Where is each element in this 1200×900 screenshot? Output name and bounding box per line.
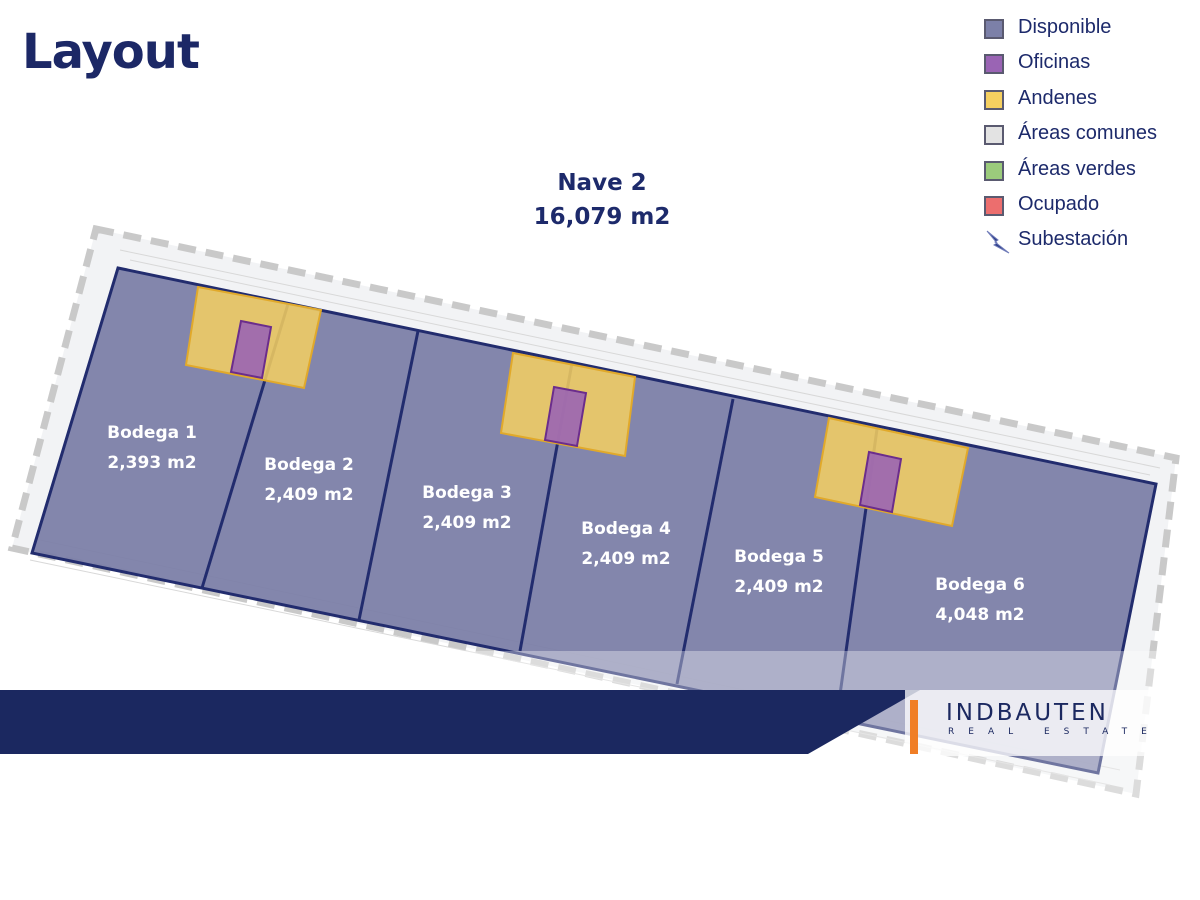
legend-swatch-areas-verdes: [984, 160, 1004, 181]
bodega-area: 4,048 m2: [935, 605, 1025, 625]
dock-1: [184, 285, 323, 390]
dock-3: [813, 416, 970, 528]
lightning-bolt-icon: [986, 230, 1010, 254]
oficinas-area: [543, 385, 588, 448]
bodega-label-4: Bodega 4 2,409 m2: [556, 514, 696, 574]
nave-name: Nave 2: [557, 170, 647, 196]
bodega-name: Bodega 6: [935, 575, 1025, 595]
nave-heading: Nave 2 16,079 m2: [0, 166, 1200, 234]
divider-4-5: [675, 398, 735, 685]
legend-swatch-andenes: [984, 89, 1004, 110]
legend-swatch-disponible: [984, 19, 1004, 39]
bodega-name: Bodega 1: [107, 423, 197, 443]
legend-label: Andenes: [1018, 86, 1097, 109]
legend-swatch-ocupado: [984, 195, 1004, 216]
legend-label: Áreas comunes: [1018, 122, 1157, 145]
bodega-name: Bodega 4: [581, 519, 671, 539]
bodega-label-6: Bodega 6 4,048 m2: [910, 570, 1050, 630]
legend-label: Subestación: [1018, 228, 1129, 251]
dock-2: [499, 351, 637, 458]
company-logo-name: INDBAUTEN: [946, 700, 1109, 726]
legend-label: Ocupado: [1018, 192, 1100, 215]
bodega-label-2: Bodega 2 2,409 m2: [239, 450, 379, 510]
legend-swatch-areas-comunes: [984, 125, 1004, 146]
logo-panel: [905, 690, 1200, 756]
bodega-area: 2,409 m2: [264, 485, 354, 505]
legend-label: Disponible: [1018, 16, 1112, 38]
divider-2-3: [357, 330, 420, 621]
company-logo-subtitle: REAL ESTATE: [948, 727, 1161, 737]
bodega-label-5: Bodega 5 2,409 m2: [709, 542, 849, 602]
bodega-area: 2,393 m2: [107, 453, 197, 473]
bodega-name: Bodega 2: [264, 455, 354, 475]
bodega-area: 2,409 m2: [734, 577, 824, 597]
bodega-label-3: Bodega 3 2,409 m2: [397, 478, 537, 538]
bodega-area: 2,409 m2: [581, 549, 671, 569]
bodega-label-1: Bodega 1 2,393 m2: [82, 418, 222, 478]
oficinas-area: [858, 450, 903, 514]
bodega-area: 2,409 m2: [422, 513, 512, 533]
footer-band: [0, 690, 920, 754]
legend-label: Oficinas: [1018, 51, 1091, 74]
bodega-name: Bodega 3: [422, 483, 512, 503]
logo-accent-bar: [910, 700, 918, 754]
legend-swatch-oficinas: [984, 54, 1004, 75]
fade-overlay: [0, 651, 1200, 900]
nave-area: 16,079 m2: [533, 204, 671, 230]
oficinas-area: [229, 319, 273, 380]
page-title: Layout: [22, 24, 200, 80]
legend-label: Áreas verdes: [1018, 157, 1136, 180]
bodega-name: Bodega 5: [734, 547, 824, 567]
nave-footprint: [30, 266, 1158, 775]
lightning-bolt-shape: [986, 230, 1010, 254]
